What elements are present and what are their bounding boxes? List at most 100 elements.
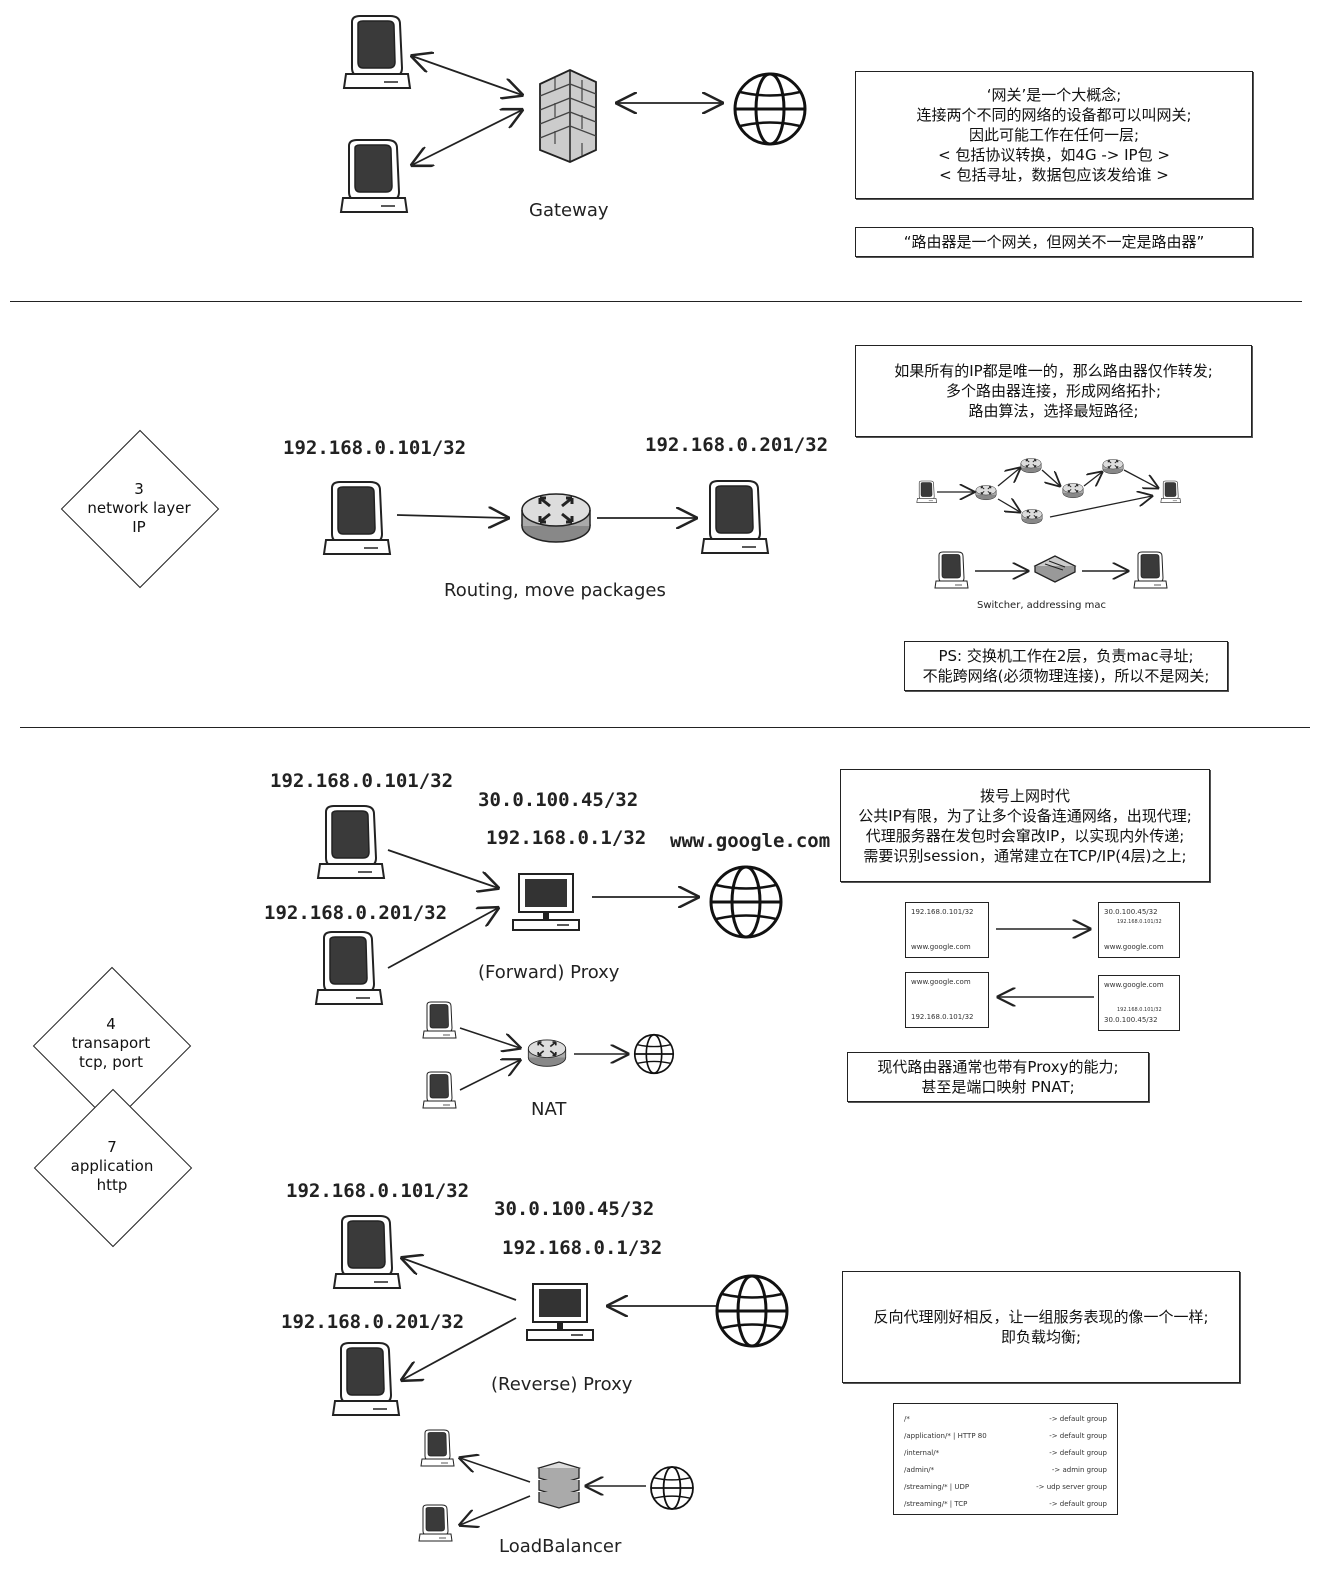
computer-icon [323, 481, 391, 555]
packet-box: www.google.com 192.168.0.101/32 30.0.100… [1098, 975, 1180, 1031]
computer-icon [343, 15, 411, 89]
route-target: -> admin group [1051, 1465, 1107, 1474]
nat-label: NAT [531, 1099, 567, 1120]
proxy-server-icon [512, 873, 580, 931]
globe-icon [709, 865, 783, 939]
packet-field: www.google.com [1104, 981, 1164, 989]
packet-field: 192.168.0.101/32 [911, 1013, 974, 1021]
packet-box: www.google.com 192.168.0.101/32 [905, 972, 989, 1028]
switcher-label: Switcher, addressing mac [977, 600, 1106, 611]
computer-icon [422, 1071, 457, 1109]
ip-label: 192.168.0.101/32 [283, 437, 467, 459]
globe-icon [715, 1274, 789, 1348]
packet-field: www.google.com [911, 978, 971, 986]
section-divider [10, 301, 1302, 302]
note-line: 因此可能工作在任何一层; [968, 126, 1140, 144]
layer-name: application [70, 1157, 154, 1175]
layer-3-label: 3 network layer IP [64, 480, 214, 537]
table-row: /streaming/* | UDP-> udp server group [904, 1478, 1107, 1495]
layer-4-label: 4 transaport tcp, port [36, 1015, 186, 1072]
note-line: 不能跨网络(必须物理连接)，所以不是网关; [922, 667, 1210, 685]
ip-label: 30.0.100.45/32 [494, 1198, 655, 1220]
packet-field: www.google.com [1104, 943, 1164, 951]
note-line: 反向代理刚好相反，让一组服务表现的像一个一样; [873, 1308, 1209, 1326]
packet-field: 192.168.0.101/32 [1117, 919, 1162, 925]
route-path: /application/* | HTTP 80 [904, 1431, 987, 1440]
computer-icon [340, 139, 408, 213]
route-path: /streaming/* | TCP [904, 1499, 968, 1508]
table-row: /* -> default group [904, 1410, 1107, 1427]
note-line: 如果所有的IP都是唯一的，那么路由器仅作转发; [894, 362, 1213, 380]
router-proxy-note: 现代路由器通常也带有Proxy的能力; 甚至是端口映射 PNAT; [847, 1052, 1149, 1102]
note-line: 现代路由器通常也带有Proxy的能力; [877, 1058, 1119, 1076]
switch-icon [1033, 555, 1077, 583]
note-line: 多个路由器连接，形成网络拓扑; [945, 382, 1162, 400]
computer-icon [420, 1429, 455, 1467]
computer-icon [418, 1504, 453, 1542]
note-line: < 包括协议转换，如4G -> IP包 > [938, 146, 1170, 164]
layer-protocol: IP [132, 518, 146, 536]
reverse-proxy-label: (Reverse) Proxy [491, 1374, 633, 1395]
computer-icon [315, 931, 383, 1005]
section-divider [20, 727, 1310, 728]
route-path: /streaming/* | UDP [904, 1482, 970, 1491]
layer-7-label: 7 application http [37, 1138, 187, 1195]
ip-label: 30.0.100.45/32 [478, 789, 639, 811]
packet-field: 30.0.100.45/32 [1104, 908, 1158, 916]
firewall-icon [539, 69, 597, 163]
routing-note: 如果所有的IP都是唯一的，那么路由器仅作转发; 多个路由器连接，形成网络拓扑; … [855, 345, 1252, 437]
table-row: /streaming/* | TCP-> default group [904, 1495, 1107, 1512]
layer-name: network layer [87, 499, 191, 517]
ip-label: 192.168.0.201/32 [281, 1311, 465, 1333]
globe-icon [633, 1033, 675, 1075]
route-target: -> default group [1049, 1448, 1107, 1457]
gateway-label: Gateway [529, 200, 609, 221]
computer-icon [1133, 551, 1168, 589]
table-row: /admin/* -> admin group [904, 1461, 1107, 1478]
packet-box: 192.168.0.101/32 www.google.com [905, 902, 989, 958]
ip-label: 192.168.0.1/32 [502, 1237, 663, 1259]
forward-proxy-note: 拨号上网时代 公共IP有限，为了让多个设备连通网络，出现代理; 代理服务器在发包… [840, 769, 1210, 882]
layer-protocol: http [96, 1176, 128, 1194]
table-row: /application/* | HTTP 80 -> default group [904, 1427, 1107, 1444]
layer-number: 3 [134, 480, 144, 498]
packet-field: 192.168.0.101/32 [1117, 1007, 1162, 1013]
globe-icon [650, 1466, 694, 1510]
packet-field: www.google.com [911, 943, 971, 951]
route-path: /* [904, 1414, 910, 1423]
packet-field: 192.168.0.101/32 [911, 908, 974, 916]
note-line: < 包括寻址，数据包应该发给谁 > [939, 166, 1169, 184]
ip-label: 192.168.0.201/32 [645, 434, 829, 456]
ip-label: 192.168.0.101/32 [270, 770, 454, 792]
ip-label: 192.168.0.101/32 [286, 1180, 470, 1202]
layer-protocol: tcp, port [79, 1053, 143, 1071]
route-target: -> default group [1049, 1414, 1107, 1423]
note-line: PS: 交换机工作在2层，负责mac寻址; [938, 647, 1194, 665]
note-line: 甚至是端口映射 PNAT; [921, 1078, 1075, 1096]
table-row: /internal/* -> default group [904, 1444, 1107, 1461]
route-target: -> default group [1049, 1431, 1107, 1440]
routing-rules-table: /* -> default group /application/* | HTTP… [893, 1403, 1118, 1515]
computer-icon [701, 480, 769, 554]
server-stack-icon [536, 1461, 582, 1509]
gateway-note: ‘网关’是一个大概念; 连接两个不同的网络的设备都可以叫网关; 因此可能工作在任… [855, 71, 1253, 199]
route-path: /admin/* [904, 1465, 935, 1474]
loadbalancer-label: LoadBalancer [499, 1536, 622, 1557]
routing-label: Routing, move packages [444, 580, 666, 601]
computer-icon [332, 1342, 400, 1416]
note-line: 即负载均衡; [1000, 1328, 1082, 1346]
layer-name: transaport [71, 1034, 151, 1052]
router-icon [527, 1039, 567, 1068]
layer-number: 7 [107, 1138, 117, 1156]
packet-field: 30.0.100.45/32 [1104, 1016, 1158, 1024]
computer-icon [333, 1215, 401, 1289]
note-line: 公共IP有限，为了让多个设备连通网络，出现代理; [858, 806, 1192, 825]
note-line: 连接两个不同的网络的设备都可以叫网关; [916, 106, 1192, 124]
route-path: /internal/* [904, 1448, 940, 1457]
gateway-quote: “路由器是一个网关，但网关不一定是路由器” [855, 227, 1253, 257]
topology-mini [916, 457, 1181, 525]
note-line: 路由算法，选择最短路径; [968, 402, 1139, 420]
note-line: 代理服务器在发包时会窜改IP，以实现内外传递; [865, 826, 1185, 845]
note-line: ‘网关’是一个大概念; [986, 86, 1122, 104]
